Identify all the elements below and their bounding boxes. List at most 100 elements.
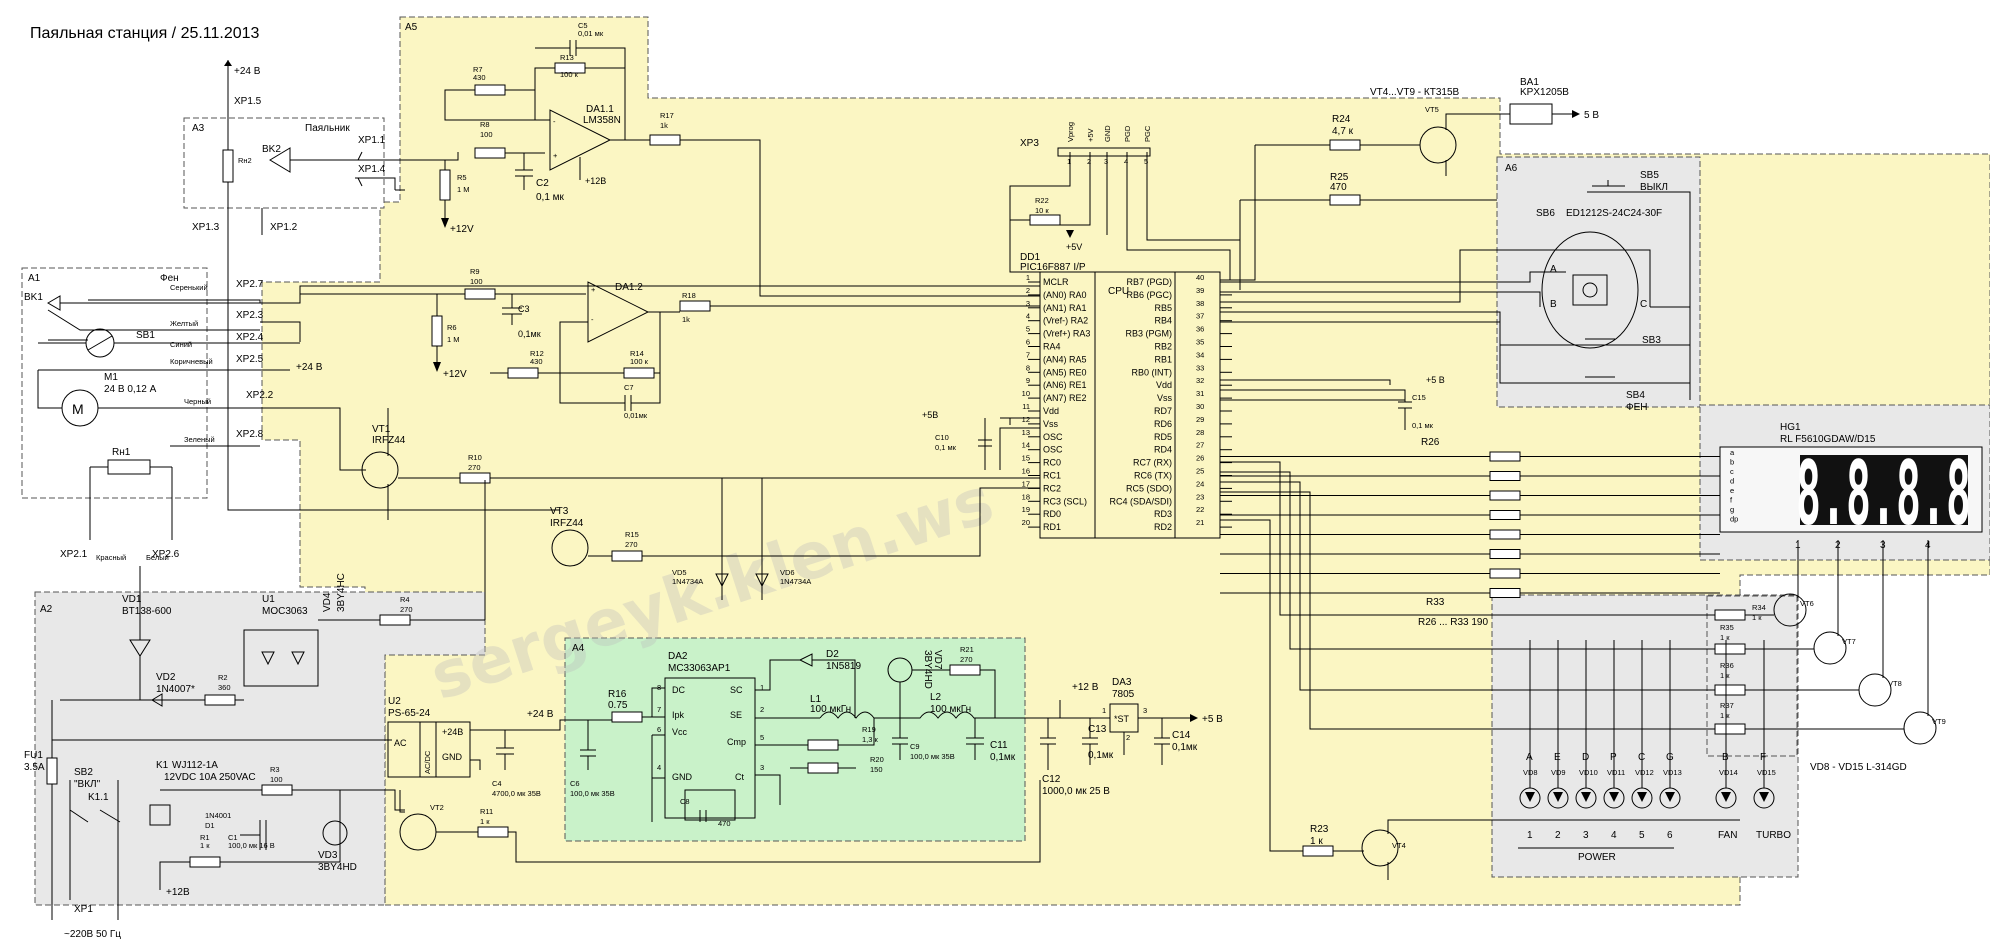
- mcu-pin-number: 8: [1026, 363, 1030, 372]
- svg-text:1N4007*: 1N4007*: [156, 684, 195, 695]
- xp3-pin-number: 3: [1104, 157, 1108, 166]
- mcu-pin-left: (AN7) RE2: [1043, 393, 1087, 403]
- svg-text:470: 470: [718, 819, 731, 828]
- svg-text:270: 270: [400, 605, 413, 614]
- mcu-pin-left: (Vref-) RA2: [1043, 316, 1088, 326]
- mcu-pin-number: 31: [1196, 389, 1204, 398]
- label-a1-name: Фен: [160, 273, 179, 284]
- svg-text:R2: R2: [218, 673, 228, 682]
- svg-text:BK1: BK1: [24, 292, 43, 303]
- segment-letter: b: [1730, 458, 1734, 467]
- led-letter: F: [1760, 752, 1766, 763]
- xp3-pin-number: 4: [1124, 157, 1128, 166]
- svg-text:VT2: VT2: [430, 803, 444, 812]
- svg-text:VT3: VT3: [550, 506, 569, 517]
- svg-text:SB4: SB4: [1626, 390, 1645, 401]
- mcu-pin-right: RC7 (RX): [1133, 458, 1172, 468]
- svg-text:AC/DC: AC/DC: [423, 750, 432, 774]
- svg-text:3: 3: [760, 763, 764, 772]
- svg-text:150: 150: [870, 765, 883, 774]
- svg-text:FU1: FU1: [24, 750, 43, 761]
- mcu-pin-number: 14: [1022, 441, 1030, 450]
- segment-letter: a: [1730, 448, 1735, 457]
- svg-text:+12В: +12В: [585, 176, 606, 186]
- svg-text:SB5: SB5: [1640, 170, 1659, 181]
- svg-text:BT138-600: BT138-600: [122, 606, 172, 617]
- svg-text:Черный: Черный: [184, 397, 211, 406]
- svg-text:R5: R5: [457, 173, 467, 182]
- array-resistor: [1489, 510, 1521, 520]
- svg-text:100: 100: [480, 130, 493, 139]
- mcu-pin-right: RD6: [1154, 419, 1172, 429]
- mcu-pin-number: 23: [1196, 492, 1204, 501]
- svg-text:100: 100: [470, 277, 483, 286]
- led-ref: VD10: [1579, 768, 1598, 777]
- mcu-pin-number: 22: [1196, 505, 1204, 514]
- svg-text:2: 2: [760, 705, 764, 714]
- mcu-pin-number: 28: [1196, 428, 1204, 437]
- svg-text:XP2.6: XP2.6: [152, 549, 180, 560]
- svg-text:SB1: SB1: [136, 330, 155, 341]
- mcu-pin-number: 27: [1196, 441, 1204, 450]
- svg-text:100,0 мк 16 В: 100,0 мк 16 В: [228, 841, 275, 850]
- mcu-pin-right: RD3: [1154, 509, 1172, 519]
- array-resistor: [1489, 568, 1521, 579]
- svg-text:C5: C5: [578, 21, 588, 30]
- array-resistor: [1489, 490, 1521, 501]
- segment-letter: e: [1730, 486, 1734, 495]
- led-arrow: [1581, 792, 1591, 802]
- svg-text:C13: C13: [1088, 724, 1107, 735]
- svg-text:XP2.3: XP2.3: [236, 310, 264, 321]
- mcu-pin-right: RB1: [1154, 354, 1172, 364]
- svg-text:1 к: 1 к: [480, 817, 490, 826]
- svg-text:LM358N: LM358N: [583, 115, 621, 126]
- mcu-pin-left: (AN1) RA1: [1043, 303, 1087, 313]
- zone-a6: [1496, 156, 1701, 408]
- svg-text:VD8 - VD15 L-314GD: VD8 - VD15 L-314GD: [1810, 762, 1907, 773]
- svg-text:R14: R14: [630, 349, 644, 358]
- mcu-pin-number: 37: [1196, 312, 1204, 321]
- svg-text:Зеленый: Зеленый: [184, 435, 215, 444]
- svg-text:Красный: Красный: [96, 553, 126, 562]
- mcu-pin-right: RB0 (INT): [1132, 367, 1173, 377]
- mcu-pin-number: 11: [1022, 402, 1030, 411]
- svg-text:R8: R8: [480, 120, 490, 129]
- svg-text:R21: R21: [960, 645, 974, 654]
- mcu-pin-right: RC4 (SDA/SDI): [1109, 496, 1172, 506]
- svg-text:+: +: [591, 285, 596, 294]
- led-ref: VD11: [1607, 768, 1625, 777]
- svg-text:1k: 1k: [660, 121, 668, 130]
- mcu-pin-number: 21: [1196, 518, 1204, 527]
- svg-text:7805: 7805: [1112, 689, 1135, 700]
- svg-text:3BY4HD: 3BY4HD: [922, 650, 933, 689]
- svg-text:0,1 мк: 0,1 мк: [536, 192, 565, 203]
- svg-text:VD3: VD3: [318, 850, 338, 861]
- svg-text:VD1: VD1: [122, 594, 142, 605]
- array-resistor: [1489, 471, 1521, 481]
- array-resistor: [1489, 588, 1521, 598]
- svg-text:SB2: SB2: [74, 767, 93, 778]
- svg-text:Коричневый: Коричневый: [170, 357, 213, 366]
- svg-text:C9: C9: [910, 742, 920, 751]
- svg-text:DA3: DA3: [1112, 677, 1132, 688]
- svg-text:10 к: 10 к: [1035, 206, 1049, 215]
- svg-text:C6: C6: [570, 779, 580, 788]
- section-vt4: VT4 R23 1 к: [1220, 519, 1740, 880]
- svg-text:0,1 мк: 0,1 мк: [1412, 421, 1434, 430]
- svg-text:ED1212S-24C24-30F: ED1212S-24C24-30F: [1566, 208, 1662, 219]
- mcu-pin-right: RB3 (PGM): [1125, 329, 1172, 339]
- svg-text:DC: DC: [672, 685, 685, 695]
- svg-text:100,0 мк 35В: 100,0 мк 35В: [570, 789, 615, 798]
- svg-text:3BY4HD: 3BY4HD: [318, 862, 357, 873]
- section-da12: R9 100 R6 1 М +12V C3 0,1мк DA1.2 + - R1…: [300, 267, 1040, 420]
- svg-text:R19: R19: [862, 725, 876, 734]
- svg-text:VT4...VT9 - КТ315В: VT4...VT9 - КТ315В: [1370, 87, 1460, 98]
- mcu-pin-left: Vss: [1043, 419, 1059, 429]
- mcu-pin-left: Vdd: [1043, 406, 1059, 416]
- svg-text:Cmp: Cmp: [727, 737, 746, 747]
- svg-text:+5В: +5В: [922, 410, 938, 420]
- svg-text:1N5819: 1N5819: [826, 661, 861, 672]
- led-number: 4: [1611, 830, 1617, 841]
- led-arrow: [1665, 792, 1675, 802]
